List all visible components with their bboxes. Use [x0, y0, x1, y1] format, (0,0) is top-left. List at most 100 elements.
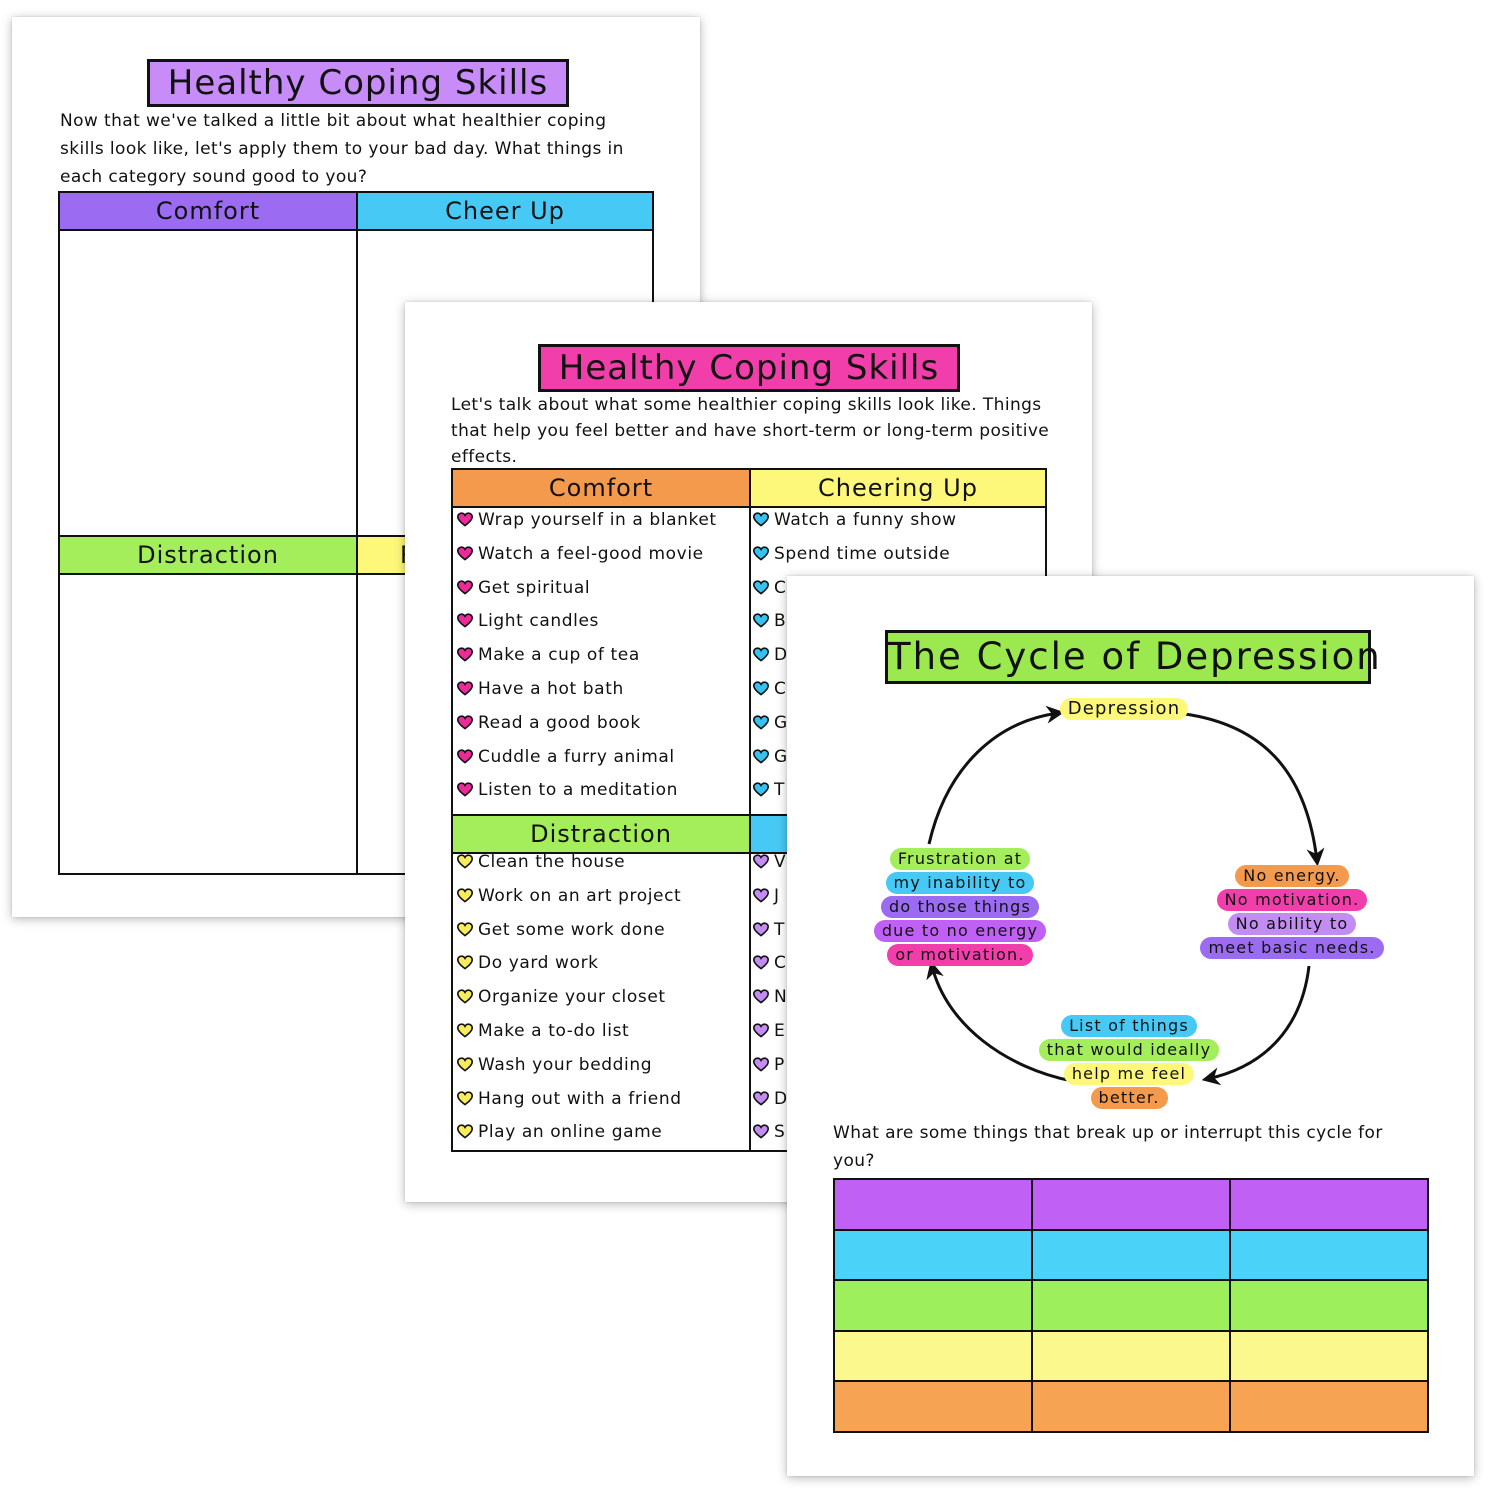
sheet1-intro: Now that we've talked a little bit about…	[60, 111, 624, 187]
interrupt-grid-cell[interactable]	[833, 1329, 1033, 1382]
list-item-text: Hang out with a friend	[478, 1088, 682, 1109]
list-item: Spend time outside	[753, 544, 950, 564]
list-item-text: Watch a funny show	[774, 510, 957, 530]
list-item-text: J	[774, 885, 780, 906]
interrupt-grid-cell[interactable]	[1229, 1380, 1429, 1433]
list-item: Get some work done	[457, 920, 665, 940]
list-item: V	[753, 852, 786, 872]
heart-icon	[753, 888, 769, 903]
list-item: Watch a funny show	[753, 510, 957, 530]
sheet1-title: Healthy Coping Skills	[147, 59, 569, 107]
sheet1-header-comfort: Comfort	[58, 191, 358, 231]
list-item-text: Light candles	[478, 611, 599, 632]
heart-icon	[457, 546, 473, 561]
interrupt-grid-cell[interactable]	[1031, 1178, 1231, 1231]
interrupt-grid-cell[interactable]	[1229, 1228, 1429, 1281]
heart-icon	[457, 888, 473, 903]
cycle-node-frustration: Frustration at my inability to do those …	[865, 847, 1055, 967]
heart-icon	[753, 681, 769, 696]
list-item-text: C	[774, 577, 787, 598]
heart-icon	[457, 854, 473, 869]
frustration-line-5: or motivation.	[887, 944, 1033, 966]
sheet1-header-distraction: Distraction	[58, 535, 358, 575]
list-item: G	[753, 747, 788, 767]
list-item-text: N	[774, 987, 788, 1008]
list-item-text: G	[774, 746, 788, 767]
heart-icon	[753, 546, 769, 561]
no-energy-line-1: No energy.	[1235, 865, 1349, 887]
heart-icon	[753, 715, 769, 730]
interrupt-grid-cell[interactable]	[1031, 1329, 1231, 1382]
worksheet-coping-skills-examples: Healthy Coping Skills Let's talk about w…	[405, 302, 1092, 1202]
sheet3-title: The Cycle of Depression	[885, 630, 1380, 684]
list-item-text: Wrap yourself in a blanket	[478, 510, 717, 530]
interrupt-grid-cell[interactable]	[1031, 1380, 1231, 1433]
list-item: G	[753, 713, 788, 733]
list-line-3: help me feel	[1063, 1063, 1195, 1085]
arrow-no-energy-to-list	[1201, 965, 1311, 1086]
interrupt-grid-cell[interactable]	[833, 1228, 1033, 1281]
no-energy-line-4: meet basic needs.	[1200, 937, 1384, 959]
list-line-1: List of things	[1061, 1015, 1197, 1037]
interrupt-grid-cell[interactable]	[1229, 1329, 1429, 1382]
list-item: C	[753, 578, 786, 598]
interrupt-grid-cell[interactable]	[1229, 1279, 1429, 1332]
heart-icon	[753, 921, 769, 937]
no-energy-line-2: No motivation.	[1216, 889, 1368, 911]
heart-icon	[457, 1090, 473, 1106]
cycle-node-depression: Depression	[1059, 697, 1189, 721]
list-item: Play an online game	[457, 1122, 662, 1142]
list-line-2: that would ideally	[1038, 1039, 1220, 1061]
list-item-text: G	[774, 712, 788, 733]
heart-icon	[457, 1124, 473, 1139]
heart-icon	[753, 1090, 769, 1106]
interrupt-grid-cell[interactable]	[1229, 1178, 1429, 1231]
list-item-text: Get spiritual	[478, 577, 591, 598]
list-item-text: Watch a feel-good movie	[478, 543, 704, 564]
interrupt-grid-cell[interactable]	[1031, 1228, 1231, 1281]
heart-icon	[457, 782, 473, 797]
sheet1-comfort-box[interactable]	[58, 229, 358, 537]
interrupt-grid-cell[interactable]	[833, 1178, 1033, 1231]
sheet1-distraction-box[interactable]	[58, 573, 358, 875]
list-item: Watch a feel-good movie	[457, 544, 704, 564]
list-item-text: Organize your closet	[478, 987, 666, 1008]
list-item: Make a to-do list	[457, 1021, 629, 1041]
list-item: J	[753, 886, 780, 906]
list-item-text: C	[774, 679, 787, 699]
arrow-list-to-frustration	[926, 960, 1073, 1083]
sheet3-question: What are some things that break up or in…	[833, 1123, 1383, 1171]
heart-icon	[457, 715, 473, 730]
list-item-text: P	[774, 1054, 785, 1075]
heart-icon	[457, 955, 473, 970]
cycle-node-list-of-things: List of things that would ideally help m…	[1019, 1014, 1239, 1110]
list-item: D	[753, 645, 788, 665]
interrupt-grid-cell[interactable]	[833, 1279, 1033, 1332]
list-item-text: C	[774, 953, 787, 974]
list-item-text: V	[774, 852, 787, 872]
list-item: Organize your closet	[457, 987, 666, 1007]
frustration-line-2: my inability to	[885, 872, 1035, 894]
list-item: T	[753, 780, 785, 800]
heart-icon	[457, 921, 473, 937]
no-energy-line-3: No ability to	[1227, 913, 1357, 935]
heart-icon	[753, 1023, 769, 1038]
list-item-text: Make a to-do list	[478, 1021, 630, 1041]
heart-icon	[753, 579, 769, 595]
list-item: Do yard work	[457, 953, 599, 973]
interrupt-grid-cell[interactable]	[833, 1380, 1033, 1433]
heart-icon	[753, 955, 769, 970]
list-item: Read a good book	[457, 713, 641, 733]
cycle-node-no-energy: No energy. No motivation. No ability to …	[1182, 864, 1402, 960]
list-item: Work on an art project	[457, 886, 681, 906]
interrupt-grid-cell[interactable]	[1031, 1279, 1231, 1332]
list-item: E	[753, 1021, 785, 1041]
list-item: Listen to a meditation	[457, 780, 678, 800]
heart-icon	[753, 1057, 769, 1072]
frustration-line-3: do those things	[881, 896, 1039, 918]
list-item: Make a cup of tea	[457, 645, 640, 665]
heart-icon	[457, 512, 473, 527]
list-item-text: Do yard work	[478, 953, 599, 974]
list-item-text: Read a good book	[478, 712, 641, 733]
list-item: Hang out with a friend	[457, 1089, 682, 1109]
